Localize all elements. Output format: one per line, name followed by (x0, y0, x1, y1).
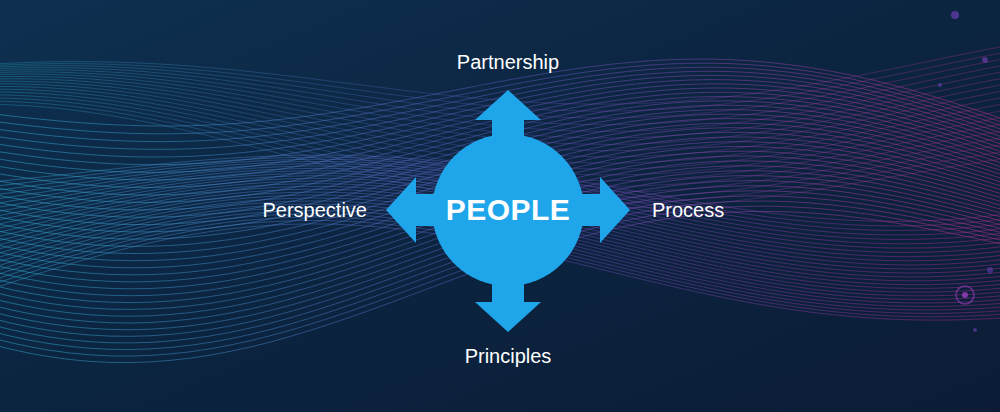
people-hub: PEOPLE (384, 88, 632, 334)
pillar-label: Principles (465, 345, 552, 368)
pillar-label: Partnership (457, 51, 559, 74)
hub-title: PEOPLE (446, 193, 571, 227)
pillar-label: Perspective (263, 199, 368, 222)
hub-circle (432, 134, 584, 286)
pillar-label: Process (652, 199, 724, 222)
